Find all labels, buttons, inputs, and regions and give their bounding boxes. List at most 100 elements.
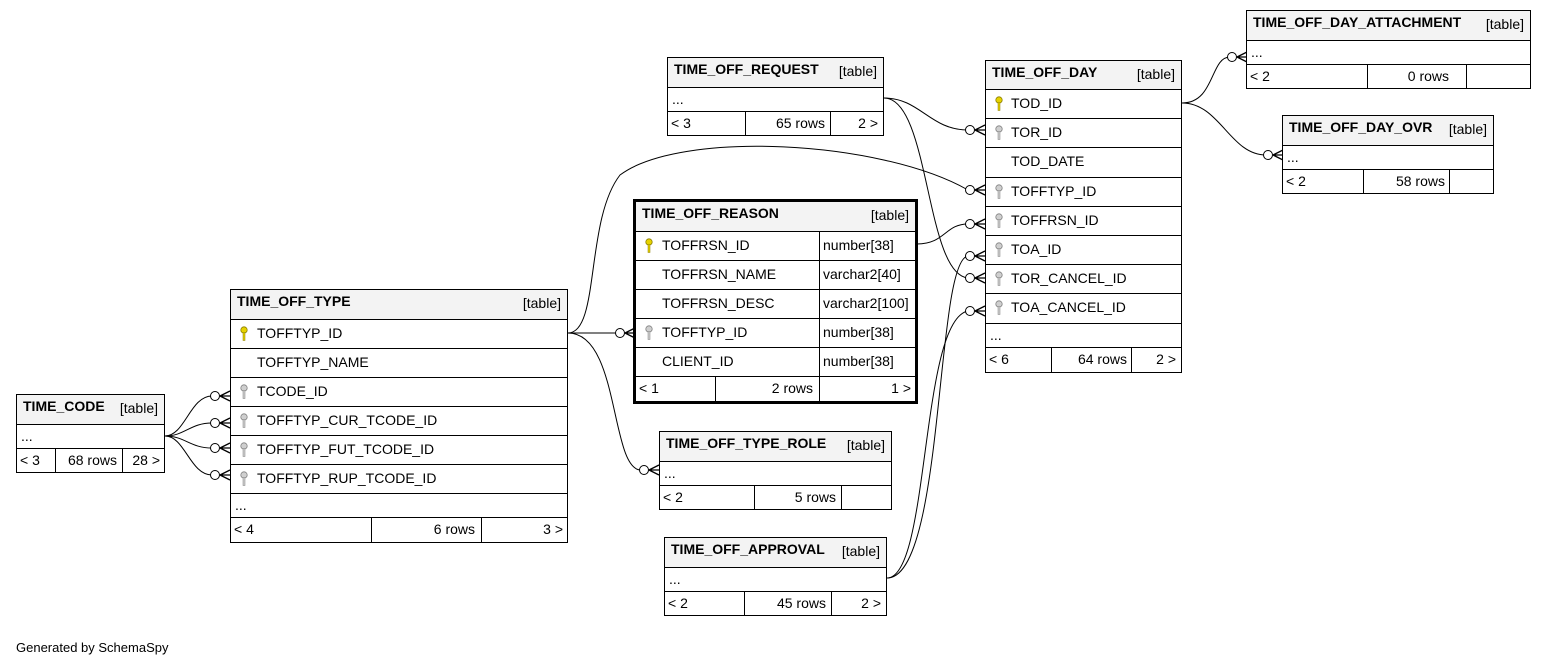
table-time-off-type-role[interactable]: TIME_OFF_TYPE_ROLE [table] ... < 2 5 row… xyxy=(659,431,892,510)
table-time-off-request[interactable]: TIME_OFF_REQUEST [table] ... < 3 65 rows… xyxy=(667,57,884,136)
parents-link[interactable]: < 2 xyxy=(663,489,683,505)
table-time-off-reason[interactable]: TIME_OFF_REASON [table] TOFFRSN_ID numbe… xyxy=(633,199,918,404)
parents-link[interactable]: < 3 xyxy=(20,452,40,468)
children-link[interactable]: 1 > xyxy=(891,380,911,396)
column-row[interactable]: TOD_ID xyxy=(986,90,1181,119)
table-time-off-approval[interactable]: TIME_OFF_APPROVAL [table] ... < 2 45 row… xyxy=(664,537,887,616)
table-name: TIME_OFF_DAY_ATTACHMENT xyxy=(1253,14,1462,30)
column-row[interactable]: TOFFRSN_ID xyxy=(986,207,1181,236)
table-name: TIME_OFF_REQUEST xyxy=(674,61,819,77)
table-tag: [table] xyxy=(1485,16,1524,32)
parents-link[interactable]: < 2 xyxy=(668,595,688,611)
children-link[interactable]: 28 > xyxy=(132,452,160,468)
column-type: number[38] xyxy=(823,353,894,369)
column-name: TOFFRSN_DESC xyxy=(662,295,775,311)
column-row[interactable]: TOA_CANCEL_ID xyxy=(986,294,1181,324)
column-name: TOFFRSN_ID xyxy=(662,237,750,253)
primary-key-icon xyxy=(645,238,653,253)
foreign-key-icon xyxy=(240,471,248,486)
column-type: number[38] xyxy=(823,237,894,253)
ellipsis: ... xyxy=(672,91,684,107)
parents-link[interactable]: < 2 xyxy=(1286,173,1306,189)
column-row[interactable]: TCODE_ID xyxy=(231,378,567,407)
row-count: 65 rows xyxy=(775,115,825,131)
table-tag: [table] xyxy=(1448,121,1487,137)
column-name: TOR_CANCEL_ID xyxy=(1011,270,1127,286)
more-columns-row: ... xyxy=(665,568,886,592)
row-count: 58 rows xyxy=(1395,173,1445,189)
table-footer: < 2 0 rows xyxy=(1247,65,1530,89)
table-name: TIME_OFF_APPROVAL xyxy=(671,541,825,557)
column-type: number[38] xyxy=(823,324,894,340)
table-header: TIME_OFF_DAY_OVR [table] xyxy=(1283,116,1493,146)
table-time-off-day-ovr[interactable]: TIME_OFF_DAY_OVR [table] ... < 2 58 rows xyxy=(1282,115,1494,194)
column-row[interactable]: TOFFTYP_ID xyxy=(231,320,567,349)
column-row[interactable]: TOFFTYP_ID number[38] xyxy=(636,319,915,348)
parents-link[interactable]: < 4 xyxy=(234,521,254,537)
children-link[interactable]: 2 > xyxy=(861,595,881,611)
parents-link[interactable]: < 1 xyxy=(639,380,659,396)
more-columns-row: ... xyxy=(1283,146,1493,170)
more-columns-row: ... xyxy=(231,494,567,518)
parents-link[interactable]: < 3 xyxy=(671,115,691,131)
column-name: TOFFTYP_FUT_TCODE_ID xyxy=(257,441,435,457)
column-name: TOFFTYP_CUR_TCODE_ID xyxy=(257,412,438,428)
table-time-off-day[interactable]: TIME_OFF_DAY [table] TOD_ID TOR_ID TOD_D… xyxy=(985,60,1182,373)
table-footer: < 4 6 rows 3 > xyxy=(231,518,567,542)
column-row[interactable]: TOFFTYP_FUT_TCODE_ID xyxy=(231,436,567,465)
column-name: TOR_ID xyxy=(1011,124,1063,140)
foreign-key-icon xyxy=(240,442,248,457)
column-name: TOFFRSN_NAME xyxy=(662,266,777,282)
column-row[interactable]: TOFFTYP_RUP_TCODE_ID xyxy=(231,465,567,494)
table-name: TIME_OFF_REASON xyxy=(642,205,779,221)
column-name: TOA_CANCEL_ID xyxy=(1011,299,1126,315)
column-name: TOFFTYP_ID xyxy=(662,324,748,340)
children-link[interactable]: 3 > xyxy=(543,521,563,537)
foreign-key-icon xyxy=(995,242,1003,257)
ellipsis: ... xyxy=(1287,149,1299,165)
column-row[interactable]: TOFFRSN_DESC varchar2[100] xyxy=(636,290,915,319)
table-footer: < 3 68 rows 28 > xyxy=(17,449,164,473)
children-link[interactable]: 2 > xyxy=(858,115,878,131)
primary-key-icon xyxy=(240,326,248,341)
primary-key-icon xyxy=(995,96,1003,111)
table-header: TIME_OFF_DAY [table] xyxy=(986,61,1181,90)
column-row[interactable]: TOFFTYP_ID xyxy=(986,178,1181,207)
column-row[interactable]: TOFFRSN_ID number[38] xyxy=(636,232,915,261)
column-name: TOFFTYP_NAME xyxy=(257,354,369,370)
more-columns-row: ... xyxy=(660,462,891,486)
ellipsis: ... xyxy=(664,465,676,481)
table-name: TIME_OFF_DAY xyxy=(992,64,1098,80)
row-count: 45 rows xyxy=(776,595,826,611)
ellipsis: ... xyxy=(990,327,1002,343)
foreign-key-icon xyxy=(240,384,248,399)
column-row[interactable]: TOR_CANCEL_ID xyxy=(986,265,1181,294)
table-time-off-type[interactable]: TIME_OFF_TYPE [table] TOFFTYP_ID TOFFTYP… xyxy=(230,289,568,543)
parents-link[interactable]: < 6 xyxy=(989,351,1009,367)
foreign-key-icon xyxy=(995,300,1003,315)
table-time-code[interactable]: TIME_CODE [table] ... < 3 68 rows 28 > xyxy=(16,394,165,473)
parents-link[interactable]: < 2 xyxy=(1250,68,1270,84)
row-count: 68 rows xyxy=(67,452,117,468)
table-header: TIME_OFF_TYPE [table] xyxy=(231,290,567,320)
ellipsis: ... xyxy=(669,571,681,587)
column-row[interactable]: CLIENT_ID number[38] xyxy=(636,348,915,377)
column-name: TOFFTYP_ID xyxy=(1011,183,1097,199)
column-row[interactable]: TOD_DATE xyxy=(986,148,1181,178)
table-footer: < 6 64 rows 2 > xyxy=(986,348,1181,372)
table-time-off-day-attachment[interactable]: TIME_OFF_DAY_ATTACHMENT [table] ... < 2 … xyxy=(1246,10,1531,89)
column-row[interactable]: TOFFRSN_NAME varchar2[40] xyxy=(636,261,915,290)
column-row[interactable]: TOFFTYP_CUR_TCODE_ID xyxy=(231,407,567,436)
children-link[interactable]: 2 > xyxy=(1156,351,1176,367)
table-footer: < 2 45 rows 2 > xyxy=(665,592,886,616)
column-name: TOD_DATE xyxy=(1011,153,1085,169)
column-row[interactable]: TOFFTYP_NAME xyxy=(231,349,567,378)
row-count: 6 rows xyxy=(433,521,475,537)
column-row[interactable]: TOA_ID xyxy=(986,236,1181,265)
table-header: TIME_OFF_APPROVAL [table] xyxy=(665,538,886,568)
table-footer: < 2 58 rows xyxy=(1283,170,1493,194)
column-row[interactable]: TOR_ID xyxy=(986,119,1181,148)
column-name: TOFFRSN_ID xyxy=(1011,212,1099,228)
row-count: 2 rows xyxy=(771,380,813,396)
